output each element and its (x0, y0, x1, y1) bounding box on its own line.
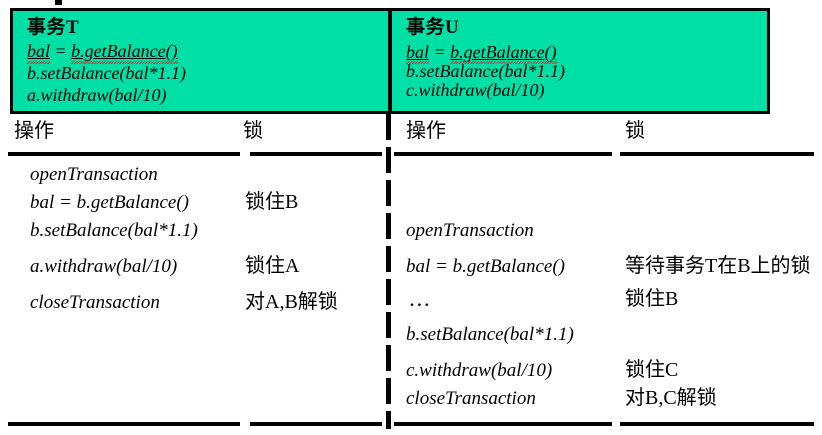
right-row-1-operation: openTransaction (406, 220, 534, 241)
stray-glyph-mark (55, 0, 62, 5)
column-header-right-lock: 锁 (625, 120, 645, 142)
rule-bottom-right-lock (620, 422, 814, 426)
right-row-2-lock: 等待事务T在B上的锁 (625, 255, 811, 277)
rule-under-colheader-right-lock (620, 152, 814, 156)
column-header-left-operation: 操作 (14, 120, 54, 142)
transaction-t-code-token-getbalance: b.getBalance() (71, 41, 179, 64)
center-column-divider (386, 114, 391, 429)
transaction-u-title: 事务U (406, 17, 460, 38)
transaction-u-code-line-2: b.setBalance(bal*1.1) (406, 61, 565, 81)
right-row-5-operation: c.withdraw(bal/10) (406, 360, 553, 381)
transaction-t-code-token-eq: = (50, 41, 72, 61)
transaction-u-code-line-3: c.withdraw(bal/10) (406, 80, 545, 100)
right-row-6-operation: closeTransaction (406, 388, 536, 409)
rule-bottom-left-lock (250, 422, 382, 426)
column-header-right-operation: 操作 (406, 120, 446, 142)
right-row-4-operation: b.setBalance(bal*1.1) (406, 324, 574, 345)
column-header-left-lock: 锁 (243, 120, 263, 142)
rule-under-colheader-left-lock (250, 152, 382, 156)
left-row-4-operation: a.withdraw(bal/10) (30, 256, 178, 277)
rule-bottom-right-op (394, 422, 612, 426)
transaction-u-code-token-eq: = (429, 42, 451, 62)
left-row-4-lock: 锁住A (245, 255, 300, 277)
transaction-u-code-line-1: bal = b.getBalance() (406, 40, 767, 64)
transaction-t-code-token-bal: bal (27, 41, 51, 64)
transaction-t-code-line-1: bal = b.getBalance() (27, 40, 388, 64)
transaction-u-header: 事务U bal = b.getBalance() b.setBalance(ba… (390, 8, 770, 114)
right-row-6-lock: 对B,C解锁 (625, 387, 717, 409)
right-row-2-operation: bal = b.getBalance() (406, 256, 565, 277)
rule-under-colheader-right-op (394, 152, 612, 156)
transaction-u-code-token-bal: bal (406, 42, 430, 64)
transaction-u-code-token-getbalance: b.getBalance() (450, 42, 558, 64)
left-row-5-operation: closeTransaction (30, 292, 160, 313)
left-row-3-operation: b.setBalance(bal*1.1) (30, 220, 198, 241)
left-row-5-lock: 对A,B解锁 (245, 291, 338, 313)
left-row-2-lock: 锁住B (245, 191, 299, 213)
left-row-1-operation: openTransaction (30, 164, 158, 185)
right-row-5-lock: 锁住C (625, 359, 679, 381)
transaction-t-title: 事务T (27, 17, 80, 38)
transaction-t-header: 事务T bal = b.getBalance() b.setBalance(ba… (10, 8, 390, 114)
transaction-t-code-line-3: a.withdraw(bal/10) (27, 85, 167, 105)
rule-bottom-left-op (8, 422, 240, 426)
right-row-3-operation: … (410, 286, 430, 311)
transaction-header-band: 事务T bal = b.getBalance() b.setBalance(ba… (10, 8, 770, 114)
rule-under-colheader-left-op (8, 152, 240, 156)
left-row-2-operation: bal = b.getBalance() (30, 192, 189, 213)
transaction-t-code-line-2: b.setBalance(bal*1.1) (27, 63, 186, 83)
right-row-3-lock: 锁住B (625, 288, 679, 310)
